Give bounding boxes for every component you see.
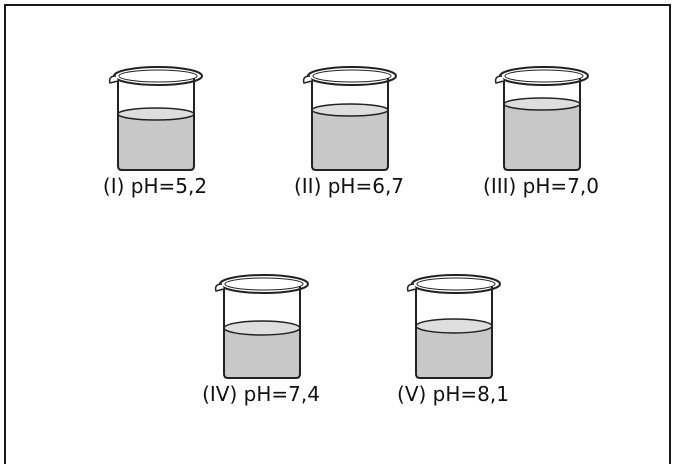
beaker-item-5: (V) pH=8,1	[378, 264, 528, 414]
beaker-item-2: (II) pH=6,7	[274, 56, 424, 206]
beaker-2-icon	[302, 66, 397, 171]
beaker-4-icon	[214, 274, 309, 379]
beaker-5-label: (V) pH=8,1	[397, 382, 509, 406]
beaker-2-label: (II) pH=6,7	[293, 174, 405, 198]
beaker-item-1: (I) pH=5,2	[80, 56, 230, 206]
figure-frame: (I) pH=5,2 (II) pH=6,7 (III) pH=7,0	[4, 4, 671, 464]
beaker-1-icon	[108, 66, 203, 171]
beaker-item-3: (III) pH=7,0	[466, 56, 616, 206]
beaker-1-label: (I) pH=5,2	[102, 174, 208, 198]
beaker-item-4: (IV) pH=7,4	[186, 264, 336, 414]
beaker-3-label: (III) pH=7,0	[483, 174, 599, 198]
beaker-3-icon	[494, 66, 589, 171]
beaker-5-icon	[406, 274, 501, 379]
beaker-4-label: (IV) pH=7,4	[202, 382, 320, 406]
